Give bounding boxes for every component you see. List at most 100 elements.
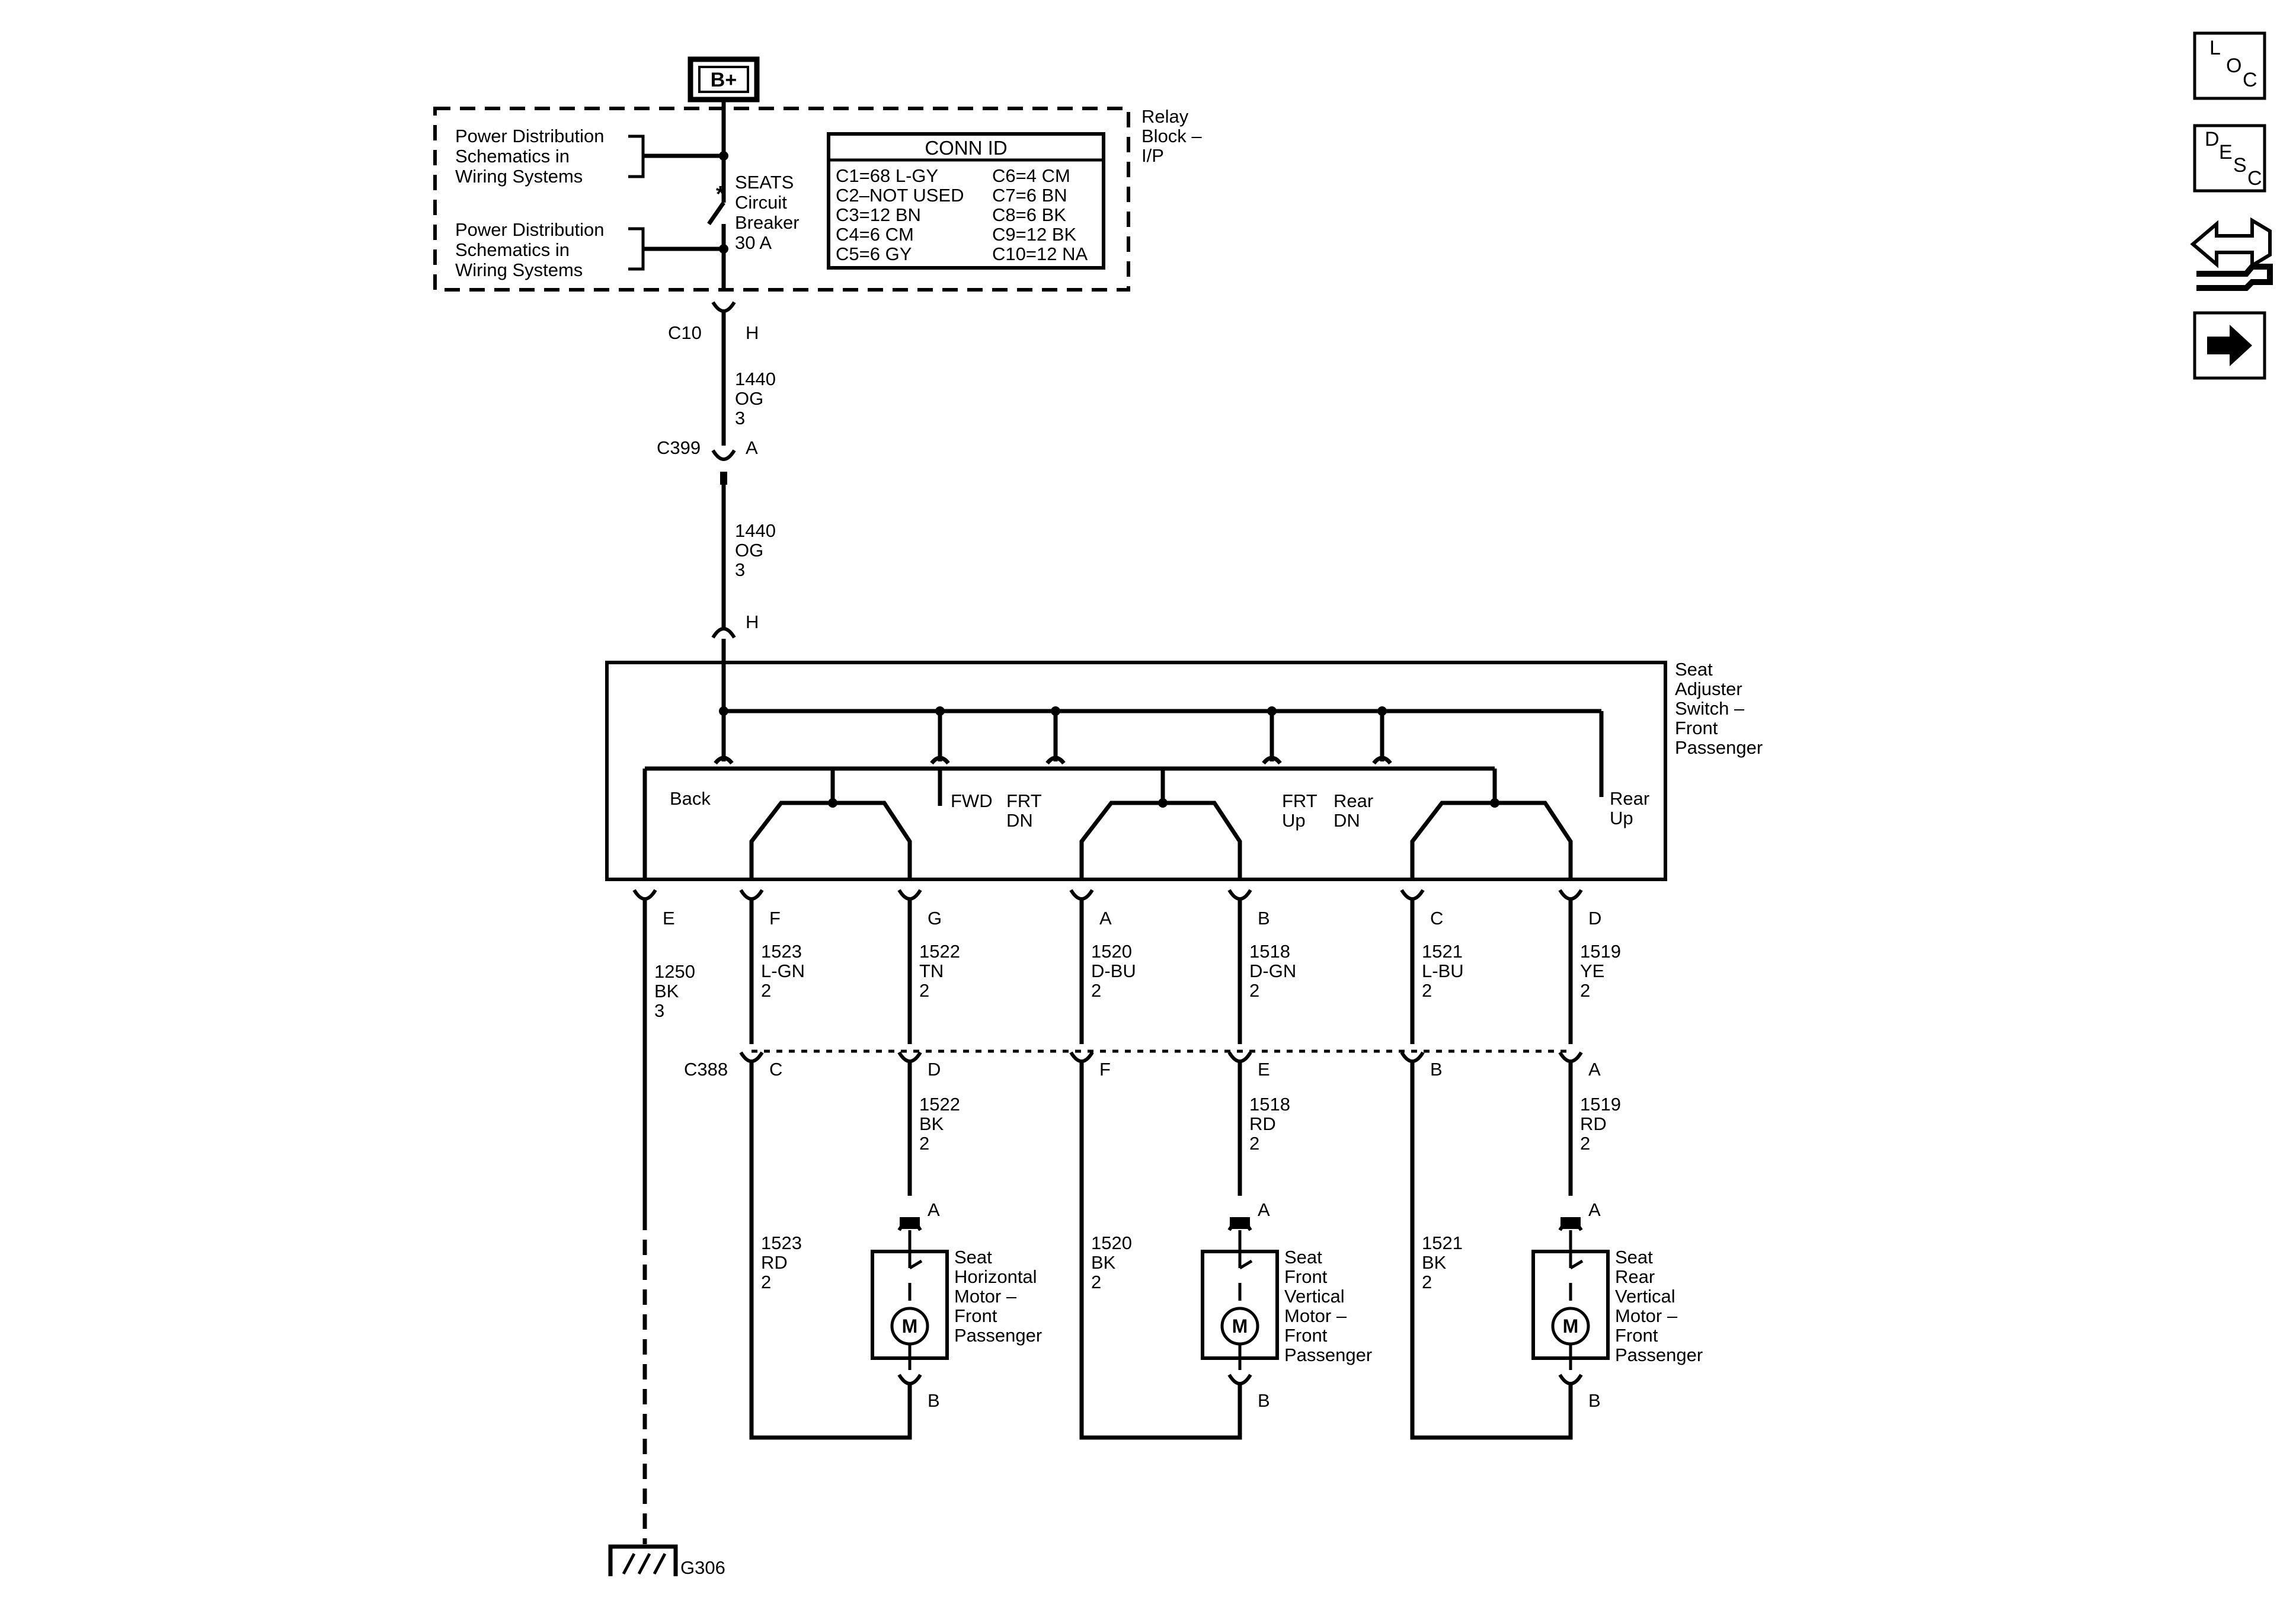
motor-front-vertical-pin-a: A [1258,1199,1270,1220]
wire-1518-lower-size: 2 [1249,1133,1259,1154]
switch-name-4: Front [1675,718,1718,738]
conn-id-left-4: C4=6 CM [836,224,914,245]
wire-1523-upper-num: 1523 [761,941,802,962]
wire-1522-lower-num: 1522 [919,1094,960,1115]
motor-front-vertical-name-6: Passenger [1284,1345,1372,1365]
breaker-star: * [716,182,725,207]
motor-horizontal-symbol: M [902,1315,918,1337]
c388-pin-b: B [1430,1059,1443,1080]
wire-1523-lower-size: 2 [761,1272,771,1292]
switch-rear-dn-label-2: DN [1334,810,1360,831]
desc-button[interactable]: D E S C [2193,124,2266,193]
c388-pin-d: D [928,1059,941,1080]
wire-1518-upper-size: 2 [1249,980,1259,1001]
wire-1522-upper-size: 2 [919,980,929,1001]
motor-horizontal [871,1217,949,1413]
motor-rear-vertical [1531,1217,1610,1413]
power-dist-2-line3: Wiring Systems [455,260,583,280]
arrow-right-icon[interactable] [2193,311,2266,380]
connector-view-icon[interactable] [2190,217,2273,291]
desc-letter-d: D [2205,128,2220,151]
motor-rear-vertical-pin-b: B [1588,1390,1601,1411]
switch-pin-a: A [1099,908,1112,929]
wire-1519-lower-num: 1519 [1580,1094,1621,1115]
ground-symbol [608,1544,678,1576]
wire-1522-upper-color: TN [919,961,944,981]
wire-1521-lower-size: 2 [1422,1272,1432,1292]
wire-1519-lower-color: RD [1580,1113,1607,1134]
wire-1523-lower-num: 1523 [761,1233,802,1253]
switch-name-2: Adjuster [1675,678,1742,699]
motor-horizontal-name-4: Front [954,1305,997,1326]
breaker-label-2: Circuit [735,192,787,213]
motor-rear-vertical-pin-a: A [1588,1199,1601,1220]
wire-1519-upper-size: 2 [1580,980,1590,1001]
motor-rear-vertical-name-1: Seat [1615,1247,1653,1267]
c388-label: C388 [684,1059,728,1080]
desc-letter-e: E [2219,141,2233,164]
power-dist-2-line1: Power Distribution [455,219,605,240]
c399-connector [711,449,736,461]
power-dist-1-line3: Wiring Systems [455,166,583,187]
ground-wire-color: BK [654,981,679,1001]
conn-id-left-2: C2–NOT USED [836,185,964,206]
loc-button[interactable]: L O C [2193,31,2266,100]
wire-1518-lower-num: 1518 [1249,1094,1290,1115]
wire-1523-lower-color: RD [761,1252,788,1273]
wire-1519-upper-color: YE [1580,961,1604,981]
switch-rear-up-label-2: Up [1610,808,1633,828]
switch-pin-e: E [663,908,675,929]
switch-pin-f: F [769,908,781,929]
breaker-label-4: 30 A [735,232,772,253]
motor-front-vertical-name-1: Seat [1284,1247,1322,1267]
motor-front-vertical [1201,1217,1279,1413]
loc-letter-l: L [2209,37,2221,59]
ground-wire-size: 3 [654,1000,664,1021]
c388-pin-f: F [1099,1059,1111,1080]
wire-1519-lower-size: 2 [1580,1133,1590,1154]
wire2-color: OG [735,540,763,561]
desc-letter-s: S [2233,154,2247,177]
switch-output-connectors [632,889,1583,901]
switch-frt-dn-label-1: FRT [1006,790,1042,811]
wire-1518-upper-num: 1518 [1249,941,1290,962]
ground-wire-num: 1250 [654,961,695,982]
motor-front-vertical-name-3: Vertical [1284,1286,1345,1307]
c10-label: C10 [668,322,702,343]
switch-pin-g: G [928,908,942,929]
motor-rear-vertical-name-5: Front [1615,1325,1658,1346]
motor-horizontal-pin-a: A [928,1199,940,1220]
wire-1518-lower-color: RD [1249,1113,1276,1134]
wire-1521-lower-num: 1521 [1422,1233,1463,1253]
conn-id-right-4: C9=12 BK [992,224,1077,245]
switch-rear-dn-label-1: Rear [1334,790,1373,811]
motor-rear-vertical-symbol: M [1563,1315,1579,1337]
relay-block-label-1: Relay [1141,106,1189,127]
switch-frt-up-label-1: FRT [1282,790,1318,811]
power-dist-2-line2: Schematics in [455,239,570,260]
power-dist-1-line2: Schematics in [455,146,570,167]
wire2-num: 1440 [735,520,776,541]
motor-rear-vertical-name-6: Passenger [1615,1345,1703,1365]
switch-h-connector [711,627,736,639]
conn-id-right-2: C7=6 BN [992,185,1067,206]
c388-pin-c: C [769,1059,782,1080]
switch-pin-c: C [1430,908,1443,929]
relay-block-label-2: Block – [1141,126,1202,146]
wire-1521-lower-color: BK [1422,1252,1447,1273]
conn-id-right-1: C6=4 CM [992,165,1070,186]
lower-motor-wires [907,1061,1573,1196]
upper-wires [749,900,1573,1044]
motor-horizontal-name-5: Passenger [954,1325,1042,1346]
wire-1519-upper-num: 1519 [1580,941,1621,962]
switch-lever-front-vertical [1079,801,1242,879]
breaker-label-1: SEATS [735,172,794,193]
breaker-label-3: Breaker [735,212,800,233]
switch-frt-dn-label-2: DN [1006,810,1033,831]
wire1-color: OG [735,388,763,409]
power-dist-1-bracket [628,135,645,178]
motor-rear-vertical-name-3: Vertical [1615,1286,1675,1307]
wire-1521-upper-size: 2 [1422,980,1432,1001]
wire1-num: 1440 [735,369,776,389]
wire-1518-upper-color: D-GN [1249,961,1296,981]
